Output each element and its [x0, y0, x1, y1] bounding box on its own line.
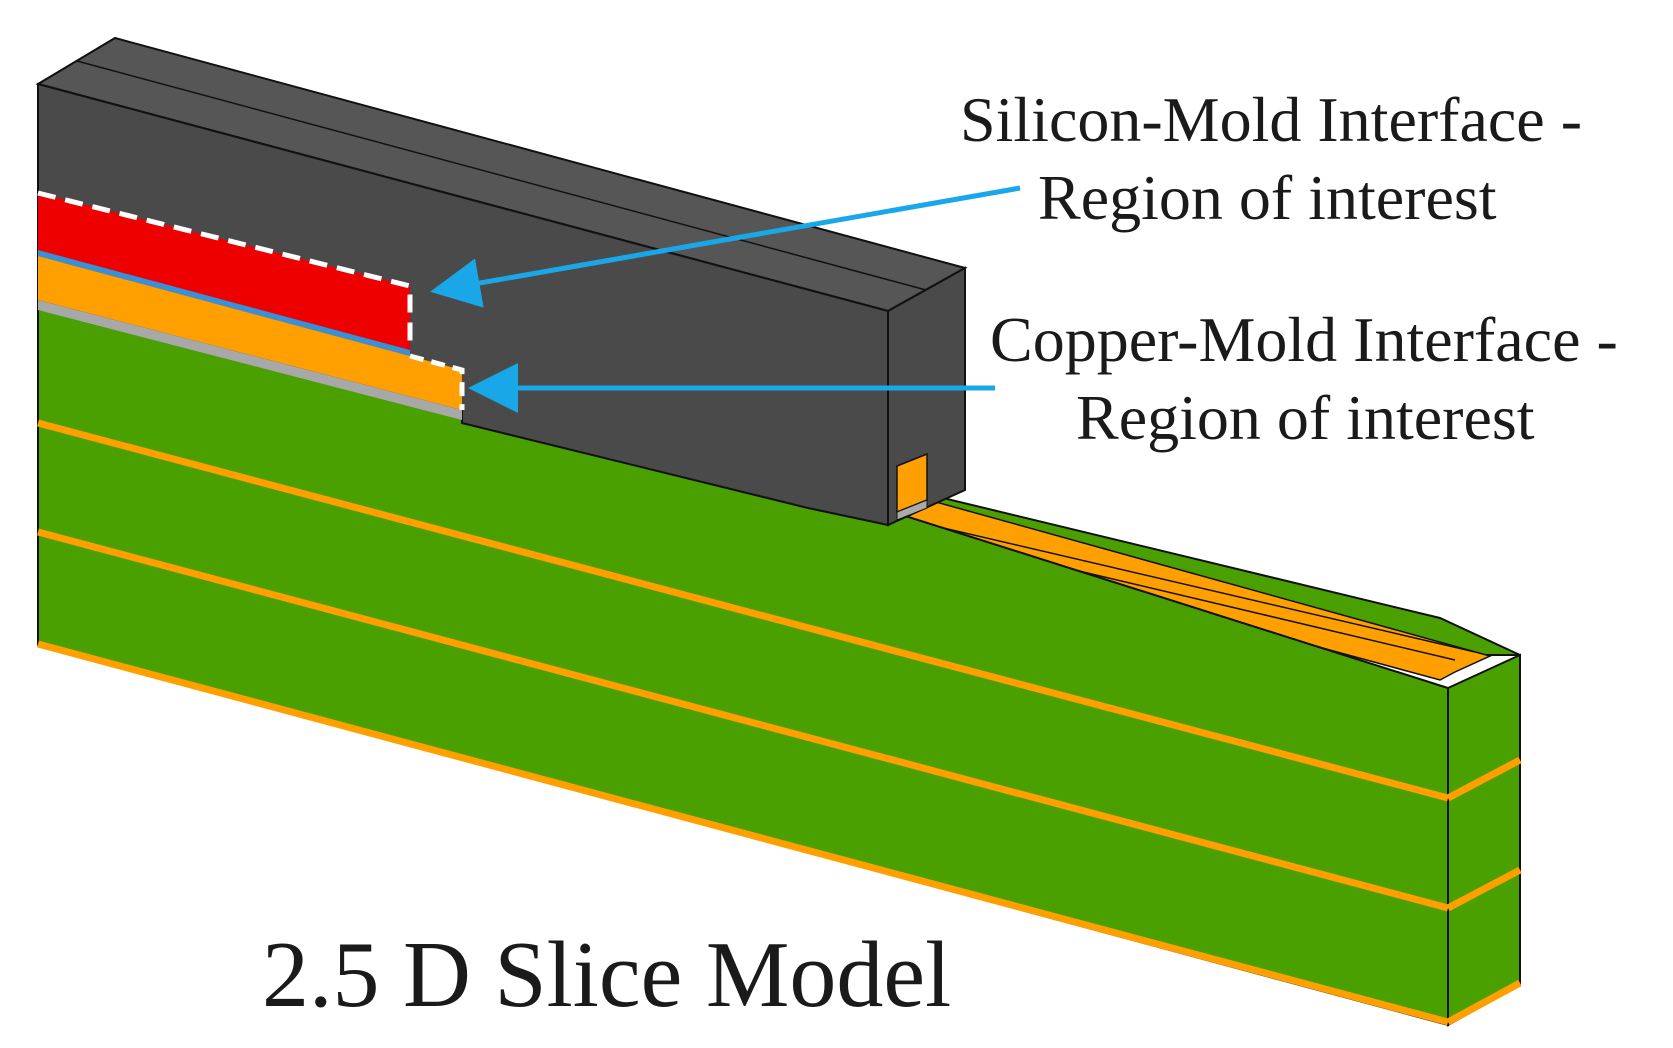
copper-layer-1 — [37, 419, 1449, 802]
silicon-die — [38, 193, 410, 350]
substrate-side-face — [1447, 653, 1521, 1027]
copper-mold-interface — [409, 353, 465, 410]
copper-mold-label-line1: Copper-Mold Interface - — [990, 304, 1618, 375]
silicon-mold-label-line2: Region of interest — [1038, 162, 1497, 233]
copper-mold-label-line2: Region of interest — [1076, 382, 1535, 453]
copper-layer-3 — [37, 640, 1449, 1026]
silicon-mold-label-line1: Silicon-Mold Interface - — [960, 84, 1582, 155]
silicon-mold-label: Silicon-Mold Interface - Region of inter… — [960, 88, 1660, 230]
silicon-arrow — [430, 185, 1021, 308]
figure-caption: 2.5 D Slice Model — [262, 923, 952, 1027]
copper-mold-label: Copper-Mold Interface - Region of intere… — [990, 308, 1670, 450]
copper-layer-die — [38, 256, 462, 410]
silicon-mold-interface — [37, 190, 413, 350]
copper-layer-2 — [37, 528, 1449, 912]
mold-side-face — [887, 266, 966, 527]
